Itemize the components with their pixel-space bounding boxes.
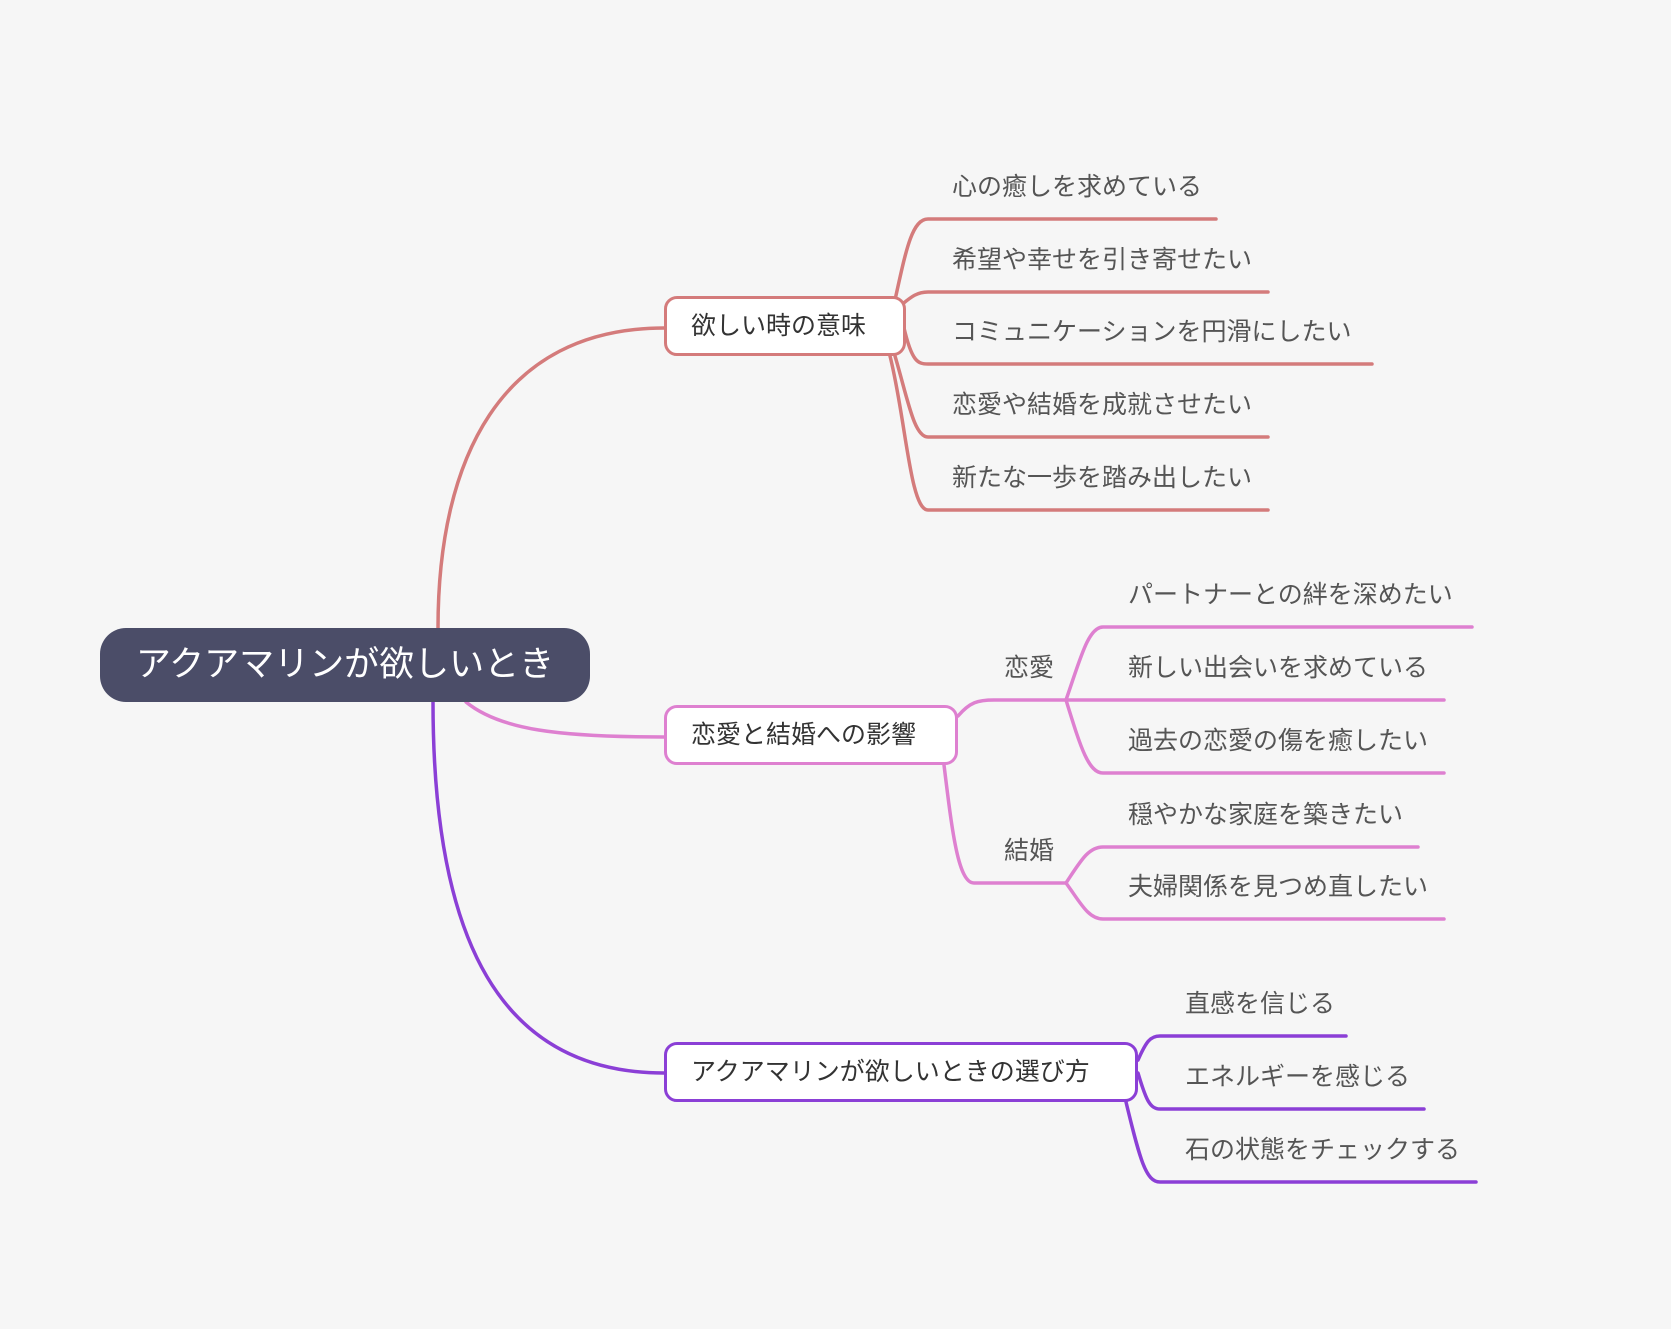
meaning-leaf[interactable]: コミュニケーションを円滑にしたい <box>952 317 1352 346</box>
meaning-leaf-3-connector <box>902 326 1374 366</box>
branch-meaning[interactable]: 欲しい時の意味 <box>664 296 906 356</box>
marriage-leaf[interactable]: 夫婦関係を見つめ直したい <box>1128 872 1429 901</box>
meaning-leaf[interactable]: 新たな一歩を踏み出したい <box>952 463 1253 492</box>
love-group-connector <box>956 698 1068 718</box>
meaning-leaf[interactable]: 恋愛や結婚を成就させたい <box>952 390 1253 419</box>
love-leaf[interactable]: 過去の恋愛の傷を癒したい <box>1128 726 1429 755</box>
meaning-leaf[interactable]: 希望や幸せを引き寄せたい <box>952 245 1253 274</box>
marriage-leaf-2-connector <box>1064 881 1446 921</box>
root-to-love-connector <box>464 700 666 739</box>
branch-love-marriage[interactable]: 恋愛と結婚への影響 <box>664 705 958 765</box>
marriage-group-connector <box>942 763 1068 885</box>
choose-leaf[interactable]: エネルギーを感じる <box>1185 1062 1411 1091</box>
love-leaf[interactable]: パートナーとの絆を深めたい <box>1128 580 1453 609</box>
love-leaf-1-connector <box>1064 625 1474 702</box>
choose-leaf[interactable]: 直感を信じる <box>1185 989 1336 1018</box>
choose-leaf[interactable]: 石の状態をチェックする <box>1185 1135 1461 1164</box>
meaning-leaf-1-connector <box>893 217 1218 302</box>
root-topic[interactable]: アクアマリンが欲しいとき <box>100 628 590 702</box>
subtopic-love[interactable]: 恋愛 <box>1004 653 1055 682</box>
choose-leaf-1-connector <box>1136 1034 1348 1062</box>
love-leaf[interactable]: 新しい出会いを求めている <box>1128 653 1429 682</box>
marriage-leaf[interactable]: 穏やかな家庭を築きたい <box>1128 800 1404 829</box>
choose-leaf-2-connector <box>1136 1071 1426 1111</box>
love-leaf-3-connector <box>1064 698 1446 775</box>
choose-leaf-3-connector <box>1124 1100 1478 1184</box>
subtopic-marriage[interactable]: 結婚 <box>1004 836 1055 865</box>
meaning-leaf-5-connector <box>888 354 1270 512</box>
marriage-leaf-1-connector <box>1064 845 1420 885</box>
meaning-leaf-2-connector <box>898 290 1270 308</box>
branch-how-to-choose[interactable]: アクアマリンが欲しいときの選び方 <box>664 1042 1138 1102</box>
root-to-meaning-connector <box>436 326 666 630</box>
root-to-choose-connector <box>431 700 666 1075</box>
meaning-leaf-4-connector <box>893 354 1270 439</box>
meaning-leaf[interactable]: 心の癒しを求めている <box>952 172 1203 201</box>
